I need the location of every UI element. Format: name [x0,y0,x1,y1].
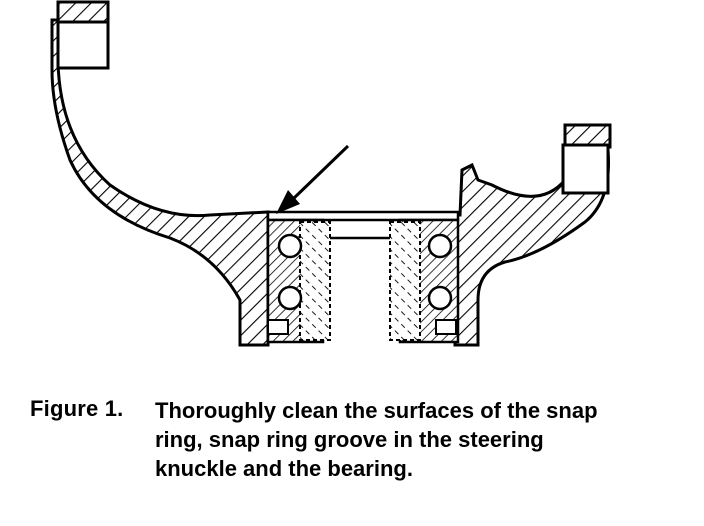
right-knuckle-arm [453,123,612,347]
right-bearing [389,218,460,344]
left-knuckle-arm [50,0,270,347]
caption-line: knuckle and the bearing. [155,456,413,481]
figure-label: Figure 1. [30,396,124,421]
caption-line: Thoroughly clean the surfaces of the sna… [155,398,598,423]
caption-line: ring, snap ring groove in the steering [155,427,544,452]
snap-ring [266,210,460,240]
figure-caption: Thoroughly clean the surfaces of the sna… [155,396,690,483]
left-bearing [266,218,331,344]
pointer-arrow [276,144,350,214]
